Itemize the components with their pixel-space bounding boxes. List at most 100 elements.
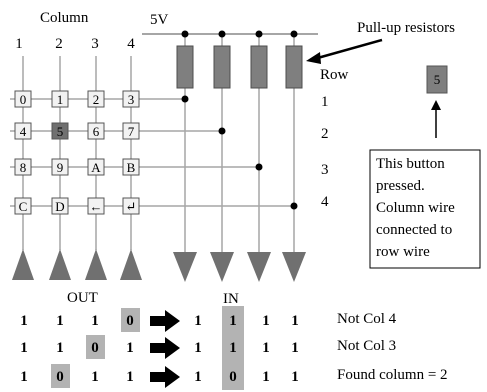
in-bit-3-2: 0 xyxy=(229,369,237,385)
key-label-2-2: A xyxy=(91,160,101,175)
out-highlight-3 xyxy=(51,364,70,388)
key-label-1-1: 5 xyxy=(57,124,64,139)
rail-dot-4 xyxy=(290,30,298,38)
legend-key-label: 5 xyxy=(434,72,441,87)
column-number-2: 2 xyxy=(55,36,63,52)
key-label-0-3: 3 xyxy=(128,92,135,107)
key-label-0-2: 2 xyxy=(93,92,100,107)
pullup-resistor-1 xyxy=(176,45,194,89)
voltage-label: 5V xyxy=(150,12,169,28)
key-1-3 xyxy=(122,122,140,140)
pullup-arrow-line xyxy=(313,38,383,61)
rail-dot-2 xyxy=(218,30,226,38)
out-bit-2-4: 1 xyxy=(126,340,134,356)
key-label-2-0: 8 xyxy=(20,160,27,175)
in-bit-3-1: 1 xyxy=(194,369,202,385)
in-label: IN xyxy=(223,291,239,307)
key-0-2 xyxy=(87,90,105,108)
key-1-1 xyxy=(51,122,69,140)
in-bit-2-2: 1 xyxy=(229,340,237,356)
legend-pressed-key xyxy=(426,65,448,94)
key-label-1-0: 4 xyxy=(20,124,27,139)
input-triangle-4 xyxy=(282,252,306,282)
out-bit-3-3: 1 xyxy=(91,369,99,385)
in-bit-1-4: 1 xyxy=(291,313,299,329)
scan-arrow-3 xyxy=(150,366,180,388)
pullup-resistor-2 xyxy=(213,45,231,89)
key-3-2 xyxy=(87,197,105,215)
in-bit-3-3: 1 xyxy=(262,369,270,385)
key-label-0-0: 0 xyxy=(20,92,27,107)
pullup-resistor-3 xyxy=(250,45,268,89)
key-1-0 xyxy=(14,122,32,140)
key-label-3-1: D xyxy=(55,199,64,214)
scan-result-1: Not Col 4 xyxy=(337,311,397,327)
out-highlight-1 xyxy=(121,308,140,332)
column-number-1: 1 xyxy=(15,36,23,52)
scan-arrow-1 xyxy=(150,310,180,332)
out-bit-1-2: 1 xyxy=(56,313,64,329)
output-triangle-3 xyxy=(85,249,107,280)
in-bit-2-1: 1 xyxy=(194,340,202,356)
in-bit-1-1: 1 xyxy=(194,313,202,329)
note-line-2: pressed. xyxy=(376,178,425,194)
key-3-1 xyxy=(51,197,69,215)
in-bit-2-3: 1 xyxy=(262,340,270,356)
in-bit-2-4: 1 xyxy=(291,340,299,356)
out-bit-2-2: 1 xyxy=(56,340,64,356)
key-3-0 xyxy=(14,197,32,215)
row-dot-4 xyxy=(290,202,298,210)
key-2-3 xyxy=(122,158,140,176)
out-bit-3-2: 0 xyxy=(56,369,64,385)
in-bit-1-2: 1 xyxy=(229,313,237,329)
key-label-3-3: ↵ xyxy=(126,199,137,214)
key-2-2 xyxy=(87,158,105,176)
note-line-3: Column wire xyxy=(376,200,455,216)
signal-triangles xyxy=(12,249,306,282)
scan-result-3: Found column = 2 xyxy=(337,367,448,383)
out-bit-1-3: 1 xyxy=(91,313,99,329)
note-line-4: connected to xyxy=(376,222,452,238)
input-triangle-3 xyxy=(247,252,271,282)
key-2-0 xyxy=(14,158,32,176)
key-2-1 xyxy=(51,158,69,176)
output-triangle-1 xyxy=(12,249,34,280)
pullup-resistors xyxy=(176,45,303,89)
row-dot-3 xyxy=(255,163,263,171)
key-3-3 xyxy=(122,197,140,215)
row-number-1: 1 xyxy=(321,94,329,110)
out-highlight-2 xyxy=(86,335,105,359)
row-title: Row xyxy=(320,67,349,83)
key-0-1 xyxy=(51,90,69,108)
scan-result-2: Not Col 3 xyxy=(337,338,396,354)
key-label-3-0: C xyxy=(19,199,28,214)
rail-dot-3 xyxy=(255,30,263,38)
row-dot-1 xyxy=(181,95,189,103)
key-label-0-1: 1 xyxy=(57,92,64,107)
in-bit-3-4: 1 xyxy=(291,369,299,385)
out-bit-1-4: 0 xyxy=(126,313,134,329)
row-number-2: 2 xyxy=(321,126,329,142)
junction-dots xyxy=(181,30,298,210)
rail-dot-1 xyxy=(181,30,189,38)
key-label-2-1: 9 xyxy=(57,160,64,175)
in-bit-1-3: 1 xyxy=(262,313,270,329)
scan-arrow-2 xyxy=(150,337,180,359)
note-line-5: row wire xyxy=(376,244,430,260)
out-bit-2-3: 0 xyxy=(91,340,99,356)
row-number-4: 4 xyxy=(321,194,329,210)
key-0-3 xyxy=(122,90,140,108)
key-label-3-2: ← xyxy=(90,199,103,214)
out-bit-3-4: 1 xyxy=(126,369,134,385)
out-bit-3-1: 1 xyxy=(20,369,28,385)
input-triangle-2 xyxy=(210,252,234,282)
output-triangle-4 xyxy=(120,249,142,280)
column-number-4: 4 xyxy=(127,36,135,52)
key-label-2-3: B xyxy=(127,160,136,175)
note-box xyxy=(369,149,481,269)
input-triangle-1 xyxy=(173,252,197,282)
pullup-resistor-4 xyxy=(285,45,303,89)
